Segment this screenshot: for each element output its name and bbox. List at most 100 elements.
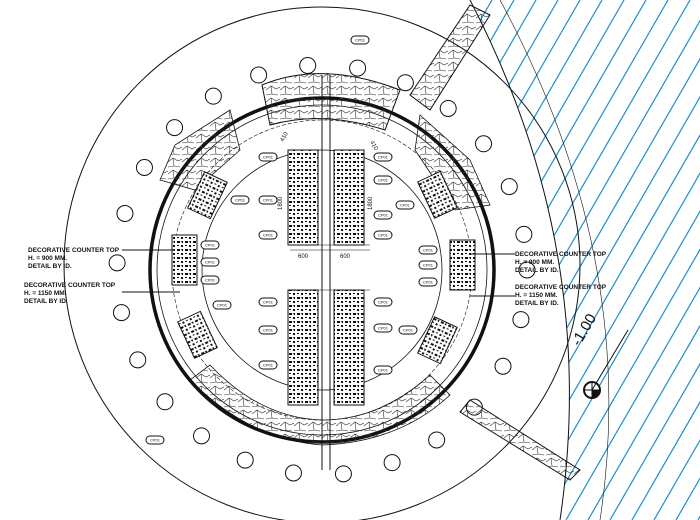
equipment-tag: CP01 xyxy=(418,260,438,270)
side-counter-right xyxy=(417,170,476,365)
tag-label: CP01 xyxy=(263,233,274,238)
planter-circle xyxy=(135,159,153,176)
hatch-line xyxy=(543,0,700,520)
dimension-label: 410 xyxy=(368,140,379,152)
tag-label: CP01 xyxy=(378,155,389,160)
dimension-label: 600 xyxy=(298,254,309,260)
planter-circle xyxy=(193,427,211,445)
tag-label: CP01 xyxy=(378,368,389,373)
stone-path-top xyxy=(261,73,401,131)
dimension-label: 1800 xyxy=(278,196,284,210)
hatch-line xyxy=(675,0,700,520)
equipment-tag: CP01 xyxy=(350,35,370,45)
hatch-line xyxy=(470,0,603,520)
tag-label: CP01 xyxy=(205,260,216,265)
tag-label: CP01 xyxy=(205,243,216,248)
water-edge xyxy=(469,0,570,520)
level-marker-icon xyxy=(583,329,629,399)
planter-circle xyxy=(396,74,414,92)
hatch-line xyxy=(521,0,700,520)
tag-label: CP01 xyxy=(205,278,216,283)
tag-label: CP01 xyxy=(355,38,366,43)
tag-label: CP01 xyxy=(423,248,434,253)
equipment-tag: CP01 xyxy=(258,297,278,307)
tag-label: CP01 xyxy=(378,213,389,218)
planter-circle xyxy=(515,225,533,243)
dimension-label: 410 xyxy=(280,131,291,143)
planter-circle xyxy=(349,59,367,77)
equipment-tag: CP01 xyxy=(212,300,232,310)
tag-label: CP01 xyxy=(423,263,434,268)
hatch-line xyxy=(0,0,8,520)
tag-label: CP01 xyxy=(217,303,228,308)
planter-circle xyxy=(129,351,147,369)
tag-label: CP01 xyxy=(403,328,414,333)
equipment-tag: CP01 xyxy=(258,360,278,370)
equipment-tag: CP01 xyxy=(373,210,393,220)
bridge-right xyxy=(459,399,581,481)
equipment-tag: CP01 xyxy=(395,200,415,210)
tag-label: CP01 xyxy=(378,178,389,183)
planter-circle xyxy=(383,454,401,472)
planter-circle xyxy=(512,311,530,329)
tag-label: CP01 xyxy=(263,328,274,333)
tag-label: CP01 xyxy=(400,203,411,208)
outer-ring xyxy=(63,6,581,520)
equipment-tag: CP01 xyxy=(145,435,165,445)
equipment-tag: CP01 xyxy=(418,245,438,255)
equipment-tag: CP01 xyxy=(258,195,278,205)
equipment-tag: CP01 xyxy=(373,152,393,162)
equipment-tag: CP01 xyxy=(200,257,220,267)
side-counter-left xyxy=(171,171,228,359)
equipment-tag: CP01 xyxy=(373,230,393,240)
equipment-tag: CP01 xyxy=(200,275,220,285)
planter-circle xyxy=(112,304,130,322)
equipment-tag: CP01 xyxy=(418,277,438,287)
bridge-left xyxy=(409,4,491,111)
planter-circle xyxy=(284,464,302,482)
tag-label: CP01 xyxy=(150,438,161,443)
planter-circle xyxy=(250,66,268,84)
planter-circle xyxy=(108,254,126,272)
equipment-tag: CP01 xyxy=(200,240,220,250)
dimension-label: 600 xyxy=(340,254,351,260)
planter-circle xyxy=(475,135,493,153)
equipment-tag: CP01 xyxy=(230,195,250,205)
planter-circle xyxy=(166,119,184,137)
equipment-tag: CP01 xyxy=(373,323,393,333)
hatch-line xyxy=(126,0,426,520)
equipment-tags: CP01CP01CP01CP01CP01CP01CP01CP01CP01CP01… xyxy=(145,35,438,445)
equipment-tag: CP01 xyxy=(373,297,393,307)
counter-top-upper xyxy=(287,149,365,246)
planter-circle xyxy=(494,357,512,375)
planter-circle xyxy=(236,451,254,469)
hatch-line xyxy=(609,0,700,520)
planter-circle xyxy=(428,431,446,449)
equipment-tag: CP01 xyxy=(258,230,278,240)
planter-circle xyxy=(518,261,536,279)
planter-circle xyxy=(334,465,352,483)
hatch-line xyxy=(565,0,700,520)
tag-label: CP01 xyxy=(378,326,389,331)
planter-circle xyxy=(439,99,457,117)
tag-label: CP01 xyxy=(263,155,274,160)
tag-label: CP01 xyxy=(263,363,274,368)
equipment-tag: CP01 xyxy=(258,152,278,162)
dimension-label: 1800 xyxy=(368,196,374,210)
hatch-line xyxy=(470,0,581,520)
hatch-line xyxy=(0,0,30,520)
tag-label: CP01 xyxy=(263,300,274,305)
hatch-line xyxy=(470,0,700,520)
equipment-tag: CP01 xyxy=(373,365,393,375)
equipment-tag: CP01 xyxy=(373,175,393,185)
hatch-line xyxy=(587,0,700,520)
planter-circle xyxy=(299,56,317,74)
planter-circle xyxy=(500,178,518,196)
tag-label: CP01 xyxy=(378,233,389,238)
planter-circle xyxy=(156,393,174,411)
tag-label: CP01 xyxy=(263,198,274,203)
